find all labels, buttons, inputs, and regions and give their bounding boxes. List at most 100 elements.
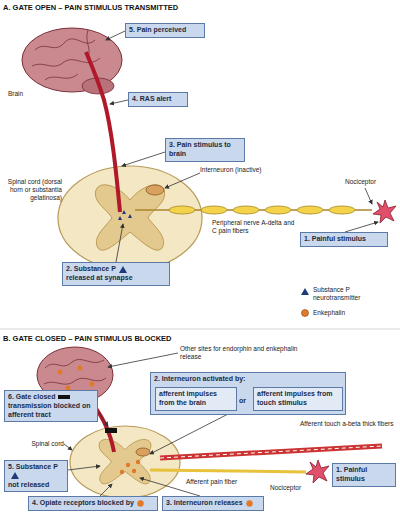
text-line: 5. Pain perceived [129,26,201,35]
callout-box: 4. Opiate receptors blocked by [28,496,158,511]
box-text: 3. Interneuron releases [166,499,243,506]
panel-heading: B. GATE CLOSED – PAIN STIMULUS BLOCKED [3,334,303,343]
leader-lines-b-part [64,444,72,450]
spinal-cord-b-part [70,426,180,498]
callout-box: 1. Painful stimulus [300,232,388,247]
box-text: 1. Painful stimulus [304,235,366,242]
part-label: Other sites for endorphin and enkephalin… [180,345,298,361]
pain-fiber-b [150,470,306,472]
spinal-cord-b-part-part [99,439,151,483]
box-text: 6. Gate closed [8,393,55,400]
text-line: 2. Substance P [66,265,166,274]
enkephalin-b-part [126,463,130,467]
peripheral-nerve-a-part [201,206,227,214]
substance-p-a-part [128,214,132,218]
leader-lines-b-part [68,466,100,470]
sub-box: afferent impulses from the brain [155,387,237,411]
enkephalin-b [120,460,140,474]
box-text: 2. Interneuron activated by: [154,375,245,382]
part-label: Brain [8,90,38,98]
box-text: released at synapse [66,274,133,281]
text-line: 2. Interneuron activated by: [154,375,342,384]
enkephalin-symbol [137,500,144,507]
part-label: Afferent touch a-beta thick fibers [300,420,396,428]
enkephalin-b-part [136,460,140,464]
substance-p-a [118,210,132,220]
callout-box: 6. Gate closed transmission blocked on af… [4,390,98,422]
legend-samples-part [301,288,309,295]
text-line: transmission blocked on afferent tract [8,402,94,420]
spinal-cord-b-part [99,439,151,483]
box-text: or [239,397,246,406]
box-text: 1. Painful stimulus [336,466,367,482]
substance-p-symbol [11,472,19,479]
brain-b-part [58,370,63,375]
brain-b-part [44,359,106,384]
peripheral-nerve-a-part [169,206,195,214]
box-text: 5. Pain perceived [129,26,186,33]
part-label: Interneuron (inactive) [200,166,262,174]
panel-heading: A. GATE OPEN – PAIN STIMULUS TRANSMITTED [3,3,303,12]
spinal-cord-b-part [136,448,150,456]
symbol-shape [58,395,70,399]
part-label: Nociceptor [270,484,314,492]
part-label: Peripheral nerve A-delta and C pain fibe… [212,219,296,235]
text-line: 4. Opiate receptors blocked by [32,499,154,508]
spinal-cord-a-part [146,185,164,195]
spinal-cord-a-part [58,166,202,270]
peripheral-nerve-a-part [233,206,259,214]
box-text: transmission blocked on afferent tract [8,402,90,418]
text-line: 1. Painful stimulus [336,466,392,484]
text-line: 1. Painful stimulus [304,235,384,244]
brain-b-part [90,382,95,387]
brain-b-part [78,366,83,371]
painful-stimulus-a-part [373,200,396,223]
leader-lines-a-part [165,173,200,188]
symbol-shape [246,500,252,506]
legend-samples-part [302,310,309,317]
enkephalin-symbol [246,500,253,507]
painful-stimulus-b [306,460,329,483]
leader-lines-a [106,31,378,262]
brain-a [22,28,122,94]
spinal-cord-a-part [95,185,164,250]
part-label: Spinal cord [20,440,64,448]
leader-lines-a-part [116,224,123,262]
text-line: released at synapse [66,274,166,283]
symbol-shape [119,266,127,273]
touch-fibers-part [160,446,382,458]
painful-stimulus-a [373,200,396,223]
gate-symbol [58,394,70,400]
box-text: 3. Pain stimulus to brain [169,141,231,157]
part-label: Nociceptor [345,178,395,186]
box-text: 5. Substance P [8,463,58,470]
callout-box: 3. Pain stimulus to brain [165,138,245,162]
leader-lines-a-part [106,31,125,40]
callout-box: 5. Pain perceived [125,23,205,38]
legend-text: Enkephalin [313,309,373,317]
box-text: afferent impulses from touch stimulus [257,390,332,406]
leader-lines-a-part [365,188,372,204]
enkephalin-b-part [132,469,136,473]
substance-p-a-part [122,210,126,214]
leader-lines-b-part [100,484,112,496]
leader-lines-b-part [150,413,230,454]
leader-lines-a-part [122,152,165,166]
leader-lines-a-part [110,100,128,104]
touch-fibers [160,446,382,458]
tract-b-part [105,428,117,433]
pain-tract-a [86,52,120,212]
part-label: Spinal cord (dorsal horn or substantia g… [2,178,62,202]
spinal-cord-b [70,426,180,498]
text-line: afferent impulses from the brain [159,390,233,408]
substance-p-symbol [119,266,127,273]
sub-box: afferent impulses from touch stimulus [253,387,343,411]
legend-samples [301,288,309,317]
text-line: 4. RAS alert [132,95,184,104]
spinal-cord-a [58,166,202,270]
painful-stimulus-b-part [306,460,329,483]
legend-text: Substance P neurotransmitter [313,286,395,302]
peripheral-nerve-a-part [265,206,291,214]
callout-box: 2. Substance Preleased at synapse [62,262,170,286]
